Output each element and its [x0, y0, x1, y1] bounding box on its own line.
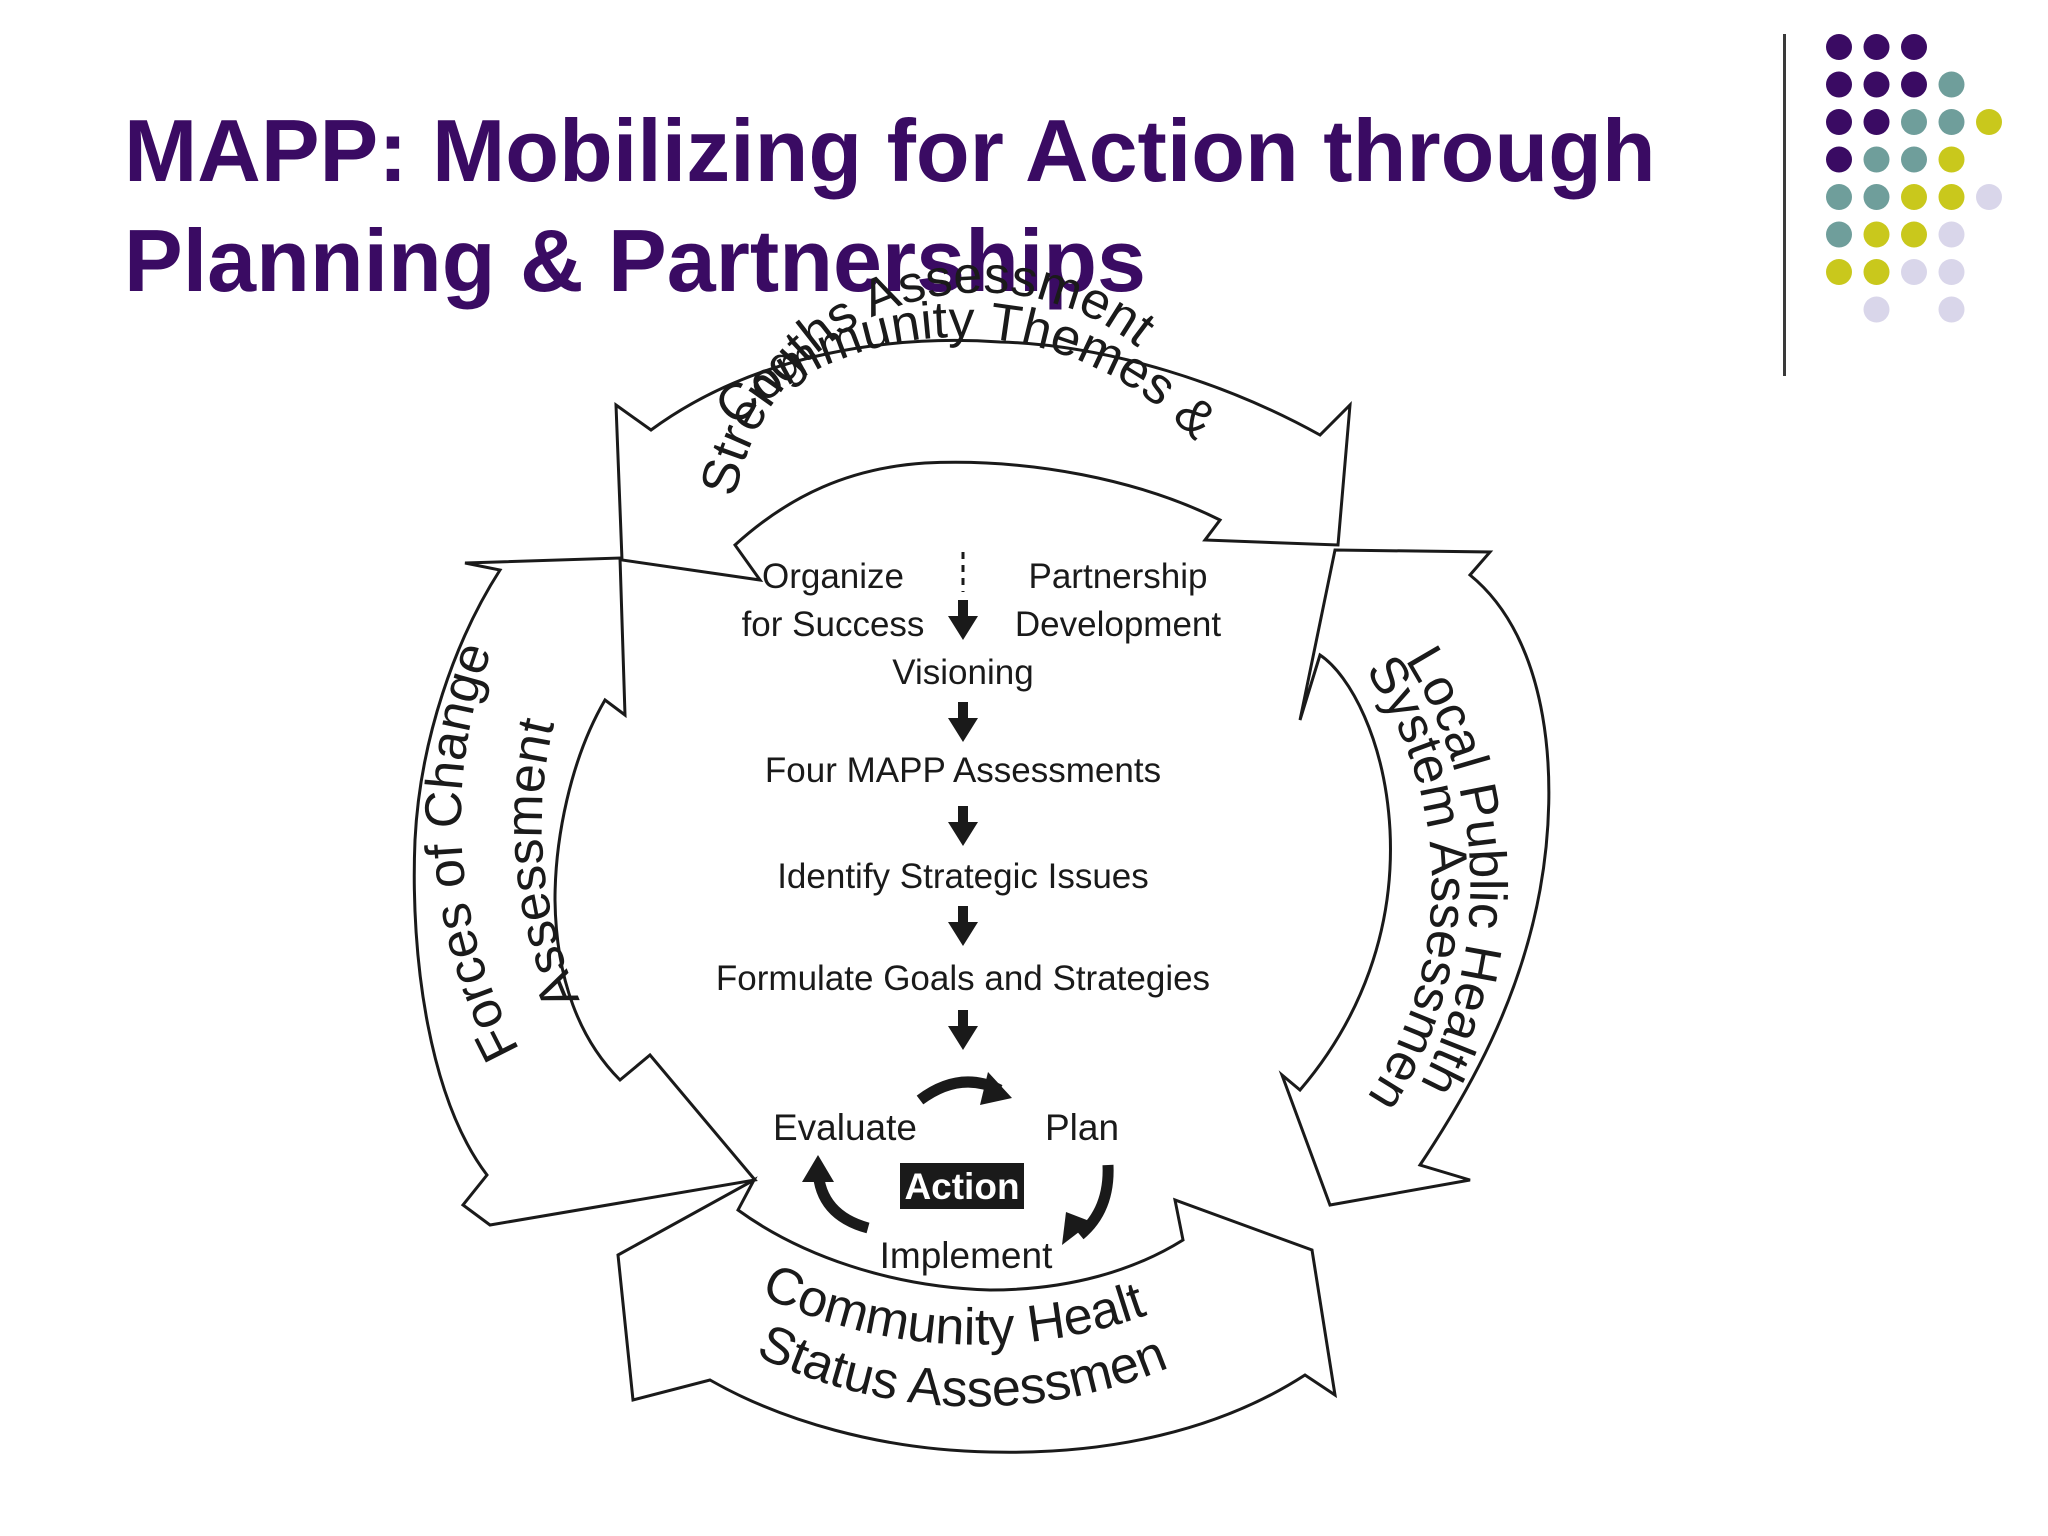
decorative-dot: [1901, 71, 1927, 98]
step-visioning: Visioning: [892, 653, 1033, 692]
down-arrow-icon: [948, 806, 978, 846]
decorative-dot: [1863, 34, 1890, 60]
cycle-plan: Plan: [1045, 1107, 1119, 1148]
down-arrow-icon: [948, 600, 978, 640]
decorative-dot-grid: [1826, 34, 2002, 323]
decorative-dot: [1826, 71, 1852, 98]
decorative-dot: [1901, 184, 1927, 210]
decorative-dot: [1938, 109, 1965, 135]
step-partnership-line-2: Development: [1015, 605, 1221, 644]
action-box: [900, 1163, 1024, 1209]
cycle-evaluate: Evaluate: [773, 1107, 917, 1148]
step-organize-line-2: for Success: [742, 605, 925, 644]
decorative-dot: [1863, 146, 1890, 173]
cycle-arrow-right-icon: [1062, 1164, 1114, 1245]
sector-top-arrow: [614, 338, 1352, 582]
sector-right-arrow: [1278, 548, 1551, 1207]
decorative-dot: [1826, 34, 1852, 60]
down-arrow-icon: [948, 702, 978, 742]
decorative-dot: [1901, 259, 1927, 285]
decorative-dot: [1863, 71, 1890, 98]
cycle-action: Action: [904, 1166, 1019, 1207]
decorative-dot: [1938, 146, 1965, 173]
decorative-dot: [1901, 146, 1927, 173]
action-cycle: Evaluate Plan Action Implement: [773, 1072, 1119, 1276]
decorative-dot: [1826, 184, 1852, 210]
step-goals-strategies: Formulate Goals and Strategies: [716, 959, 1210, 998]
step-strategic-issues: Identify Strategic Issues: [777, 857, 1149, 896]
decorative-dot: [1901, 221, 1927, 248]
decorative-dot: [1826, 259, 1852, 285]
down-arrow-icon: [948, 1010, 978, 1050]
decorative-dot: [1976, 109, 2002, 135]
down-arrow-icon: [948, 906, 978, 946]
sector-left-arrow: [412, 556, 758, 1227]
cycle-arrow-top-icon: [916, 1072, 1012, 1105]
cycle-implement: Implement: [880, 1235, 1053, 1276]
decorative-dot: [1826, 146, 1852, 173]
decorative-dot: [1901, 34, 1927, 60]
decorative-dot: [1938, 259, 1965, 285]
decorative-dot: [1938, 221, 1965, 248]
step-organize-line-1: Organize: [762, 557, 904, 596]
decorative-dot: [1938, 296, 1965, 323]
decorative-dot: [1863, 184, 1890, 210]
decorative-dot: [1863, 259, 1890, 285]
decorative-dot: [1863, 296, 1890, 323]
decorative-dot: [1938, 184, 1965, 210]
cycle-arrow-left-icon: [802, 1155, 870, 1234]
sector-left-label-line-2: Assessment: [495, 712, 590, 1017]
decorative-dot: [1863, 221, 1890, 248]
decorative-dot: [1863, 109, 1890, 135]
title-divider: [1783, 34, 1786, 376]
flow-arrows: [948, 600, 978, 1050]
decorative-dot: [1826, 221, 1852, 248]
step-partnership-line-1: Partnership: [1029, 557, 1208, 596]
slide-title-line-2: Planning & Partnerships: [124, 211, 1146, 310]
slide-title: MAPP: Mobilizing for Action through Plan…: [124, 96, 1764, 316]
step-four-assessments: Four MAPP Assessments: [765, 751, 1161, 790]
sector-bottom-arrow: [616, 1176, 1338, 1454]
slide-title-line-1: MAPP: Mobilizing for Action through: [124, 101, 1656, 200]
decorative-dot: [1901, 109, 1927, 135]
decorative-dot: [1976, 184, 2002, 210]
decorative-dot: [1826, 109, 1852, 135]
decorative-dot: [1938, 71, 1965, 98]
sector-right-label-line-2: System Assessment: [0, 0, 1478, 1122]
